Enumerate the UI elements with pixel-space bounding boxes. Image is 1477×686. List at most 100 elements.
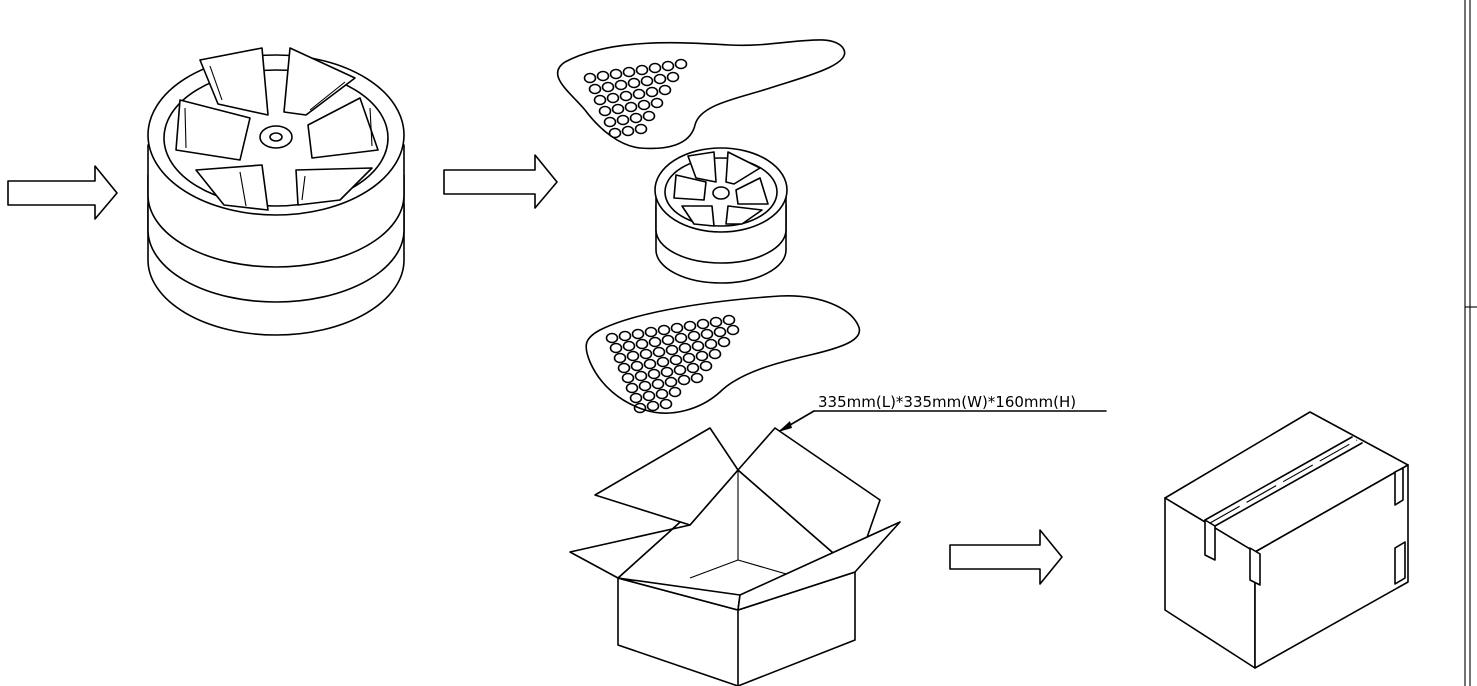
foam-hole <box>634 123 648 135</box>
foam-pad-bottom <box>585 295 861 414</box>
foam-hole <box>661 60 675 72</box>
foam-hole <box>722 314 736 326</box>
foam-hole <box>648 62 662 74</box>
foam-hole <box>588 83 602 95</box>
foam-hole <box>613 352 627 364</box>
foam-hole <box>593 94 607 106</box>
foam-hole <box>645 86 659 98</box>
foam-hole <box>677 374 691 386</box>
process-arrow-2 <box>443 154 558 209</box>
foam-hole <box>687 330 701 342</box>
foam-hole <box>717 336 731 348</box>
foam-hole <box>642 390 656 402</box>
foam-hole <box>683 320 697 332</box>
foam-hole <box>666 71 680 83</box>
foam-hole <box>669 354 683 366</box>
foam-hole <box>606 92 620 104</box>
foam-hole <box>648 336 662 348</box>
foam-hole <box>609 342 623 354</box>
foam-hole <box>668 386 682 398</box>
foam-hole <box>704 338 718 350</box>
foam-hole <box>690 372 704 384</box>
foam-hole <box>664 376 678 388</box>
foam-hole <box>699 360 713 372</box>
foam-hole <box>621 372 635 384</box>
foam-hole <box>633 402 647 414</box>
foam-hole <box>635 64 649 76</box>
foam-hole <box>657 324 671 336</box>
foam-hole <box>674 332 688 344</box>
foam-hole <box>608 127 622 139</box>
foam-hole <box>708 348 722 360</box>
foam-hole <box>631 328 645 340</box>
foam-hole <box>625 382 639 394</box>
foam-hole <box>626 350 640 362</box>
frame-border <box>1464 0 1477 686</box>
foam-hole <box>660 366 674 378</box>
foam-hole <box>643 358 657 370</box>
foam-hole <box>651 378 665 390</box>
foam-hole <box>700 328 714 340</box>
process-arrow-1 <box>7 165 118 220</box>
foam-hole <box>650 97 664 109</box>
foam-hole <box>646 400 660 412</box>
foam-pad-top <box>556 39 846 150</box>
closed-carton <box>1164 411 1409 669</box>
foam-hole <box>673 364 687 376</box>
foam-hole <box>695 350 709 362</box>
foam-hole <box>627 77 641 89</box>
foam-hole <box>603 116 617 128</box>
foam-hole <box>601 81 615 93</box>
wheel-small <box>654 147 788 284</box>
foam-hole <box>614 79 628 91</box>
foam-hole <box>656 356 670 368</box>
foam-hole <box>691 340 705 352</box>
foam-hole <box>674 58 688 70</box>
foam-hole <box>653 73 667 85</box>
foam-hole <box>644 326 658 338</box>
open-carton <box>569 427 901 686</box>
dimension-callout: 335mm(L)*335mm(W)*160mm(H) <box>777 393 1107 433</box>
foam-hole <box>670 322 684 334</box>
foam-hole <box>652 346 666 358</box>
foam-hole <box>632 88 646 100</box>
foam-hole <box>658 84 672 96</box>
foam-hole <box>678 342 692 354</box>
foam-hole <box>596 70 610 82</box>
foam-hole <box>611 103 625 115</box>
foam-hole <box>713 326 727 338</box>
foam-hole <box>665 344 679 356</box>
foam-hole <box>647 368 661 380</box>
foam-hole <box>622 66 636 78</box>
foam-hole <box>616 114 630 126</box>
foam-hole <box>622 340 636 352</box>
foam-hole <box>638 380 652 392</box>
foam-hole <box>583 72 597 84</box>
foam-hole <box>709 316 723 328</box>
foam-hole <box>629 392 643 404</box>
foam-hole <box>621 125 635 137</box>
foam-hole <box>609 68 623 80</box>
foam-hole <box>605 332 619 344</box>
foam-hole <box>629 112 643 124</box>
wheel-stack-large <box>147 47 405 336</box>
foam-hole <box>696 318 710 330</box>
foam-hole <box>640 75 654 87</box>
foam-hole <box>619 90 633 102</box>
foam-hole <box>598 105 612 117</box>
process-arrow-3 <box>949 529 1063 585</box>
foam-hole <box>624 101 638 113</box>
foam-hole <box>639 348 653 360</box>
foam-hole <box>618 330 632 342</box>
foam-hole <box>655 388 669 400</box>
dimension-label: 335mm(L)*335mm(W)*160mm(H) <box>818 393 1076 411</box>
foam-hole <box>617 362 631 374</box>
foam-hole <box>637 99 651 111</box>
foam-hole <box>726 324 740 336</box>
foam-hole <box>686 362 700 374</box>
foam-hole <box>634 370 648 382</box>
foam-hole <box>635 338 649 350</box>
foam-hole <box>642 110 656 122</box>
foam-hole <box>661 334 675 346</box>
